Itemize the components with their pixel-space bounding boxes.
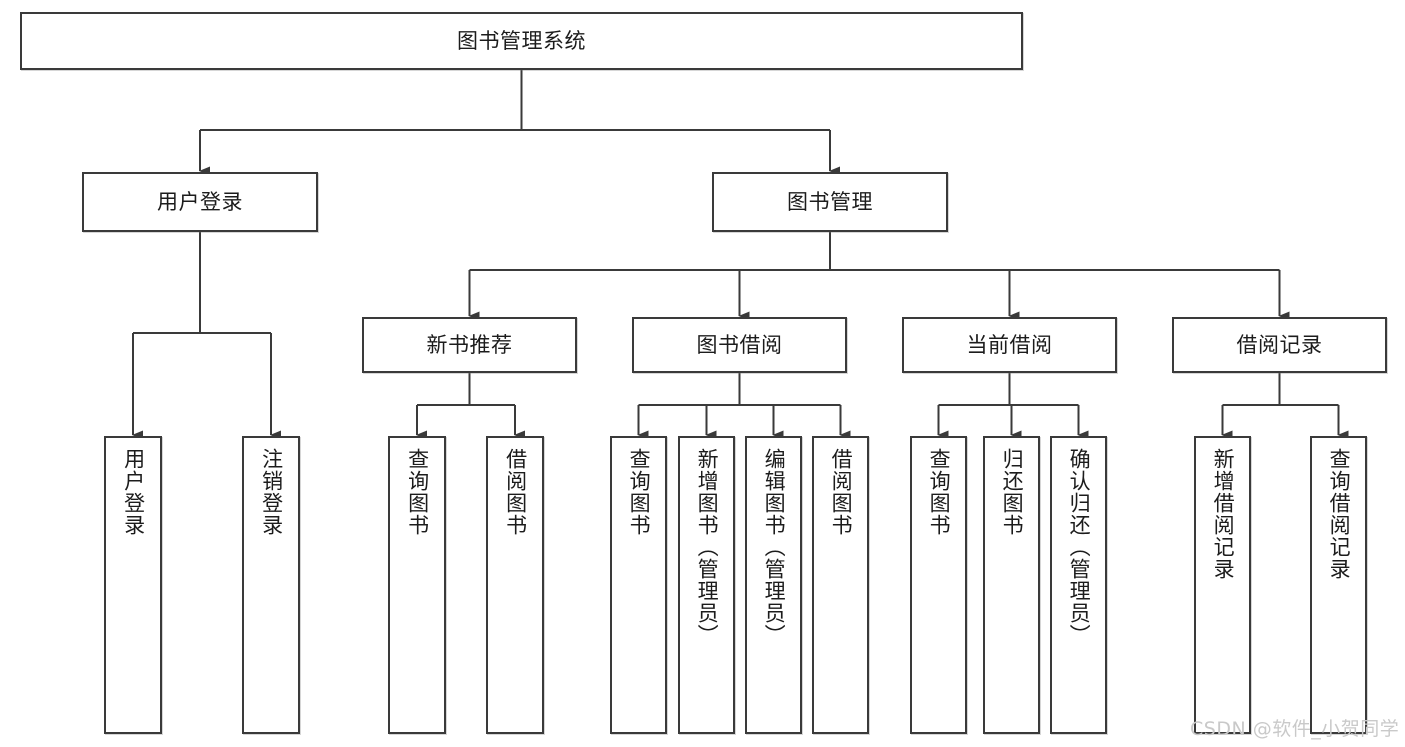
node-book-manage[interactable]: 图书管理 — [712, 172, 948, 232]
node-label: 新书推荐 — [426, 332, 513, 357]
node-label: 编辑图书（管理员） — [762, 448, 787, 646]
node-leaf-edit-book[interactable]: 编辑图书（管理员） — [745, 436, 802, 734]
node-leaf-add-book[interactable]: 新增图书（管理员） — [678, 436, 735, 734]
node-leaf-add-borrow-record[interactable]: 新增借阅记录 — [1194, 436, 1251, 734]
node-leaf-logout-login[interactable]: 注销登录 — [242, 436, 300, 734]
node-book-borrow[interactable]: 图书借阅 — [632, 317, 847, 373]
node-leaf-user-login[interactable]: 用户登录 — [104, 436, 162, 734]
node-new-book-recommend[interactable]: 新书推荐 — [362, 317, 577, 373]
node-label: 当前借阅 — [966, 332, 1053, 357]
node-label: 图书借阅 — [696, 332, 783, 357]
node-leaf-query-book-2[interactable]: 查询图书 — [610, 436, 667, 734]
node-leaf-query-borrow-record[interactable]: 查询借阅记录 — [1310, 436, 1367, 734]
node-label: 归还图书 — [1000, 448, 1025, 536]
node-label: 新增图书（管理员） — [695, 448, 720, 646]
node-root[interactable]: 图书管理系统 — [20, 12, 1023, 70]
node-label: 用户登录 — [121, 448, 146, 536]
node-label: 新增借阅记录 — [1211, 448, 1236, 580]
csdn-watermark: CSDN @软件_小贺同学 — [1190, 718, 1400, 740]
edge-lines — [131, 70, 1349, 440]
node-label: 查询借阅记录 — [1327, 448, 1352, 580]
node-leaf-borrow-book-1[interactable]: 借阅图书 — [486, 436, 544, 734]
node-leaf-query-book-1[interactable]: 查询图书 — [388, 436, 446, 734]
node-label: 查询图书 — [627, 448, 652, 536]
node-leaf-return-book[interactable]: 归还图书 — [983, 436, 1040, 734]
node-label: 借阅图书 — [503, 448, 528, 536]
node-label: 确认归还（管理员） — [1067, 448, 1092, 646]
node-label: 用户登录 — [157, 189, 243, 214]
node-label: 图书管理系统 — [457, 28, 586, 53]
node-leaf-borrow-book-2[interactable]: 借阅图书 — [812, 436, 869, 734]
node-current-borrow[interactable]: 当前借阅 — [902, 317, 1117, 373]
node-label: 查询图书 — [405, 448, 430, 536]
node-leaf-confirm-return[interactable]: 确认归还（管理员） — [1050, 436, 1107, 734]
node-user-login[interactable]: 用户登录 — [82, 172, 318, 232]
node-leaf-query-book-3[interactable]: 查询图书 — [910, 436, 967, 734]
node-label: 图书管理 — [787, 189, 873, 214]
node-label: 借阅记录 — [1236, 332, 1323, 357]
node-label: 查询图书 — [927, 448, 952, 536]
node-label: 注销登录 — [259, 448, 284, 536]
node-label: 借阅图书 — [829, 448, 854, 536]
node-borrow-record[interactable]: 借阅记录 — [1172, 317, 1387, 373]
